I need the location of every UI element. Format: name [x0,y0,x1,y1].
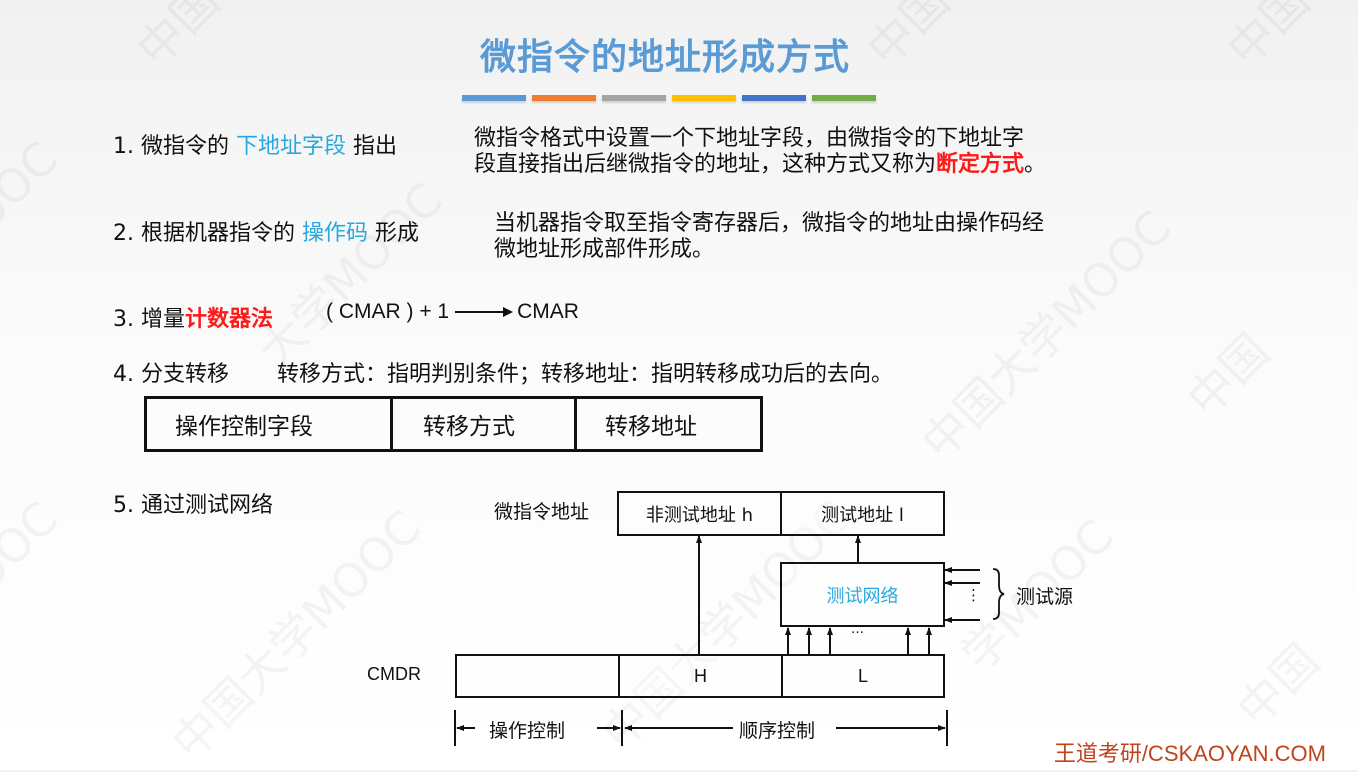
accent-bar-green [812,95,876,101]
item-2-heading: 2. 根据机器指令的 操作码 形成 [113,215,419,247]
slide-title: 微指令的地址形成方式 [479,37,850,78]
cmdr-op-field [455,654,620,698]
item-prefix: 增量 [141,307,186,332]
op-control-label: 操作控制 [489,720,566,742]
item-prefix: 根据机器指令的 [141,221,302,246]
desc-line: 段直接指出后继微指令的地址，这种方式又称为断定方式。 [474,152,1046,178]
desc-line: 微指令格式中设置一个下地址字段，由微指令的下地址字 [474,126,1025,151]
field-branch-address: 转移地址 [605,414,697,440]
accent-bar-gray [602,95,666,101]
micro-address-label: 微指令地址 [494,501,590,523]
item-1-description: 微指令格式中设置一个下地址字段，由微指令的下地址字 段直接指出后继微指令的地址，… [474,126,1046,178]
seq-control-label: 顺序控制 [739,720,816,742]
field-branch-mode: 转移方式 [393,399,577,449]
item-number: 2. [113,221,134,246]
cmdr-h-field: H [618,654,783,698]
item-3-formula: ( CMAR ) + 1 CMAR [326,300,579,324]
accent-bar-yellow [672,95,736,101]
vertical-ellipsis: ⋮ [966,586,981,604]
item-prefix: 微指令的 [141,134,236,159]
desc-line: 当机器指令取至指令寄存器后，微指令的地址由操作码经 [494,211,1045,236]
item-number: 1. [113,134,134,159]
cmdr-label: CMDR [367,664,421,684]
item-1-heading: 1. 微指令的 下地址字段 指出 [113,128,397,160]
item-4-heading: 4. 分支转移 [113,356,229,388]
item-prefix: 通过测试网络 [141,493,274,518]
test-source-label: 测试源 [1016,586,1074,608]
test-address-field: 测试地址 l [780,491,945,536]
accent-bar-blue [462,95,526,101]
branch-microinstruction-format: 操作控制字段 转移方式 转移地址 [144,396,763,452]
cmdr-l-field: L [781,654,945,698]
non-test-address-field: 非测试地址 h [617,491,782,536]
item-highlight: 下地址字段 [236,134,347,159]
accent-bar-orange [532,95,596,101]
item-highlight: 操作码 [302,221,369,246]
item-3-heading: 3. 增量计数器法 [113,301,273,333]
formula-expr: ( CMAR ) + 1 [326,300,450,323]
item-5-heading: 5. 通过测试网络 [113,487,273,519]
horizontal-ellipsis: … [851,622,864,637]
field-op-control: 操作控制字段 [147,399,393,449]
item-4-description: 转移方式：指明判别条件；转移地址：指明转移成功后的去向。 [277,362,894,387]
item-2-description: 当机器指令取至指令寄存器后，微指令的地址由操作码经 微地址形成部件形成。 [494,211,1044,263]
item-number: 4. [113,362,134,387]
test-network-box: 测试网络 [780,562,945,627]
accent-bar-darkblue [742,95,806,101]
desc-text: 。 [1024,152,1047,177]
desc-text: 段直接指出后继微指令的地址，这种方式又称为 [474,152,937,177]
accent-bars [462,95,876,101]
right-arrow-icon [455,307,514,317]
item-number: 3. [113,307,134,332]
item-keyword: 计数器法 [185,307,274,332]
desc-keyword: 断定方式 [936,152,1025,177]
item-prefix: 分支转移 [141,362,230,387]
item-suffix: 指出 [346,134,398,159]
item-suffix: 形成 [368,221,420,246]
formula-target: CMAR [517,300,579,323]
desc-line: 微地址形成部件形成。 [494,237,715,262]
footer-brand: 王道考研/CSKAOYAN.COM [1053,741,1326,766]
item-number: 5. [113,493,134,518]
